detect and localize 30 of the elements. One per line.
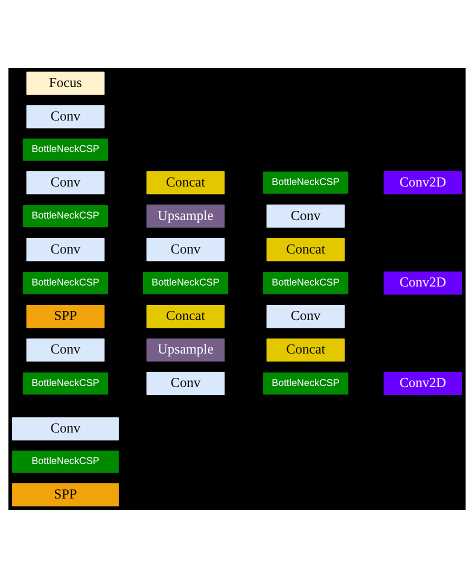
node-box: Conv [266,305,345,328]
node-box: BottleNeckCSP [263,272,348,294]
node-box: Conv [266,204,345,228]
node-box: BottleNeckCSP [263,172,348,194]
node-box: SPP [12,483,119,506]
node-box: Upsample [146,338,225,362]
node-box: BottleNeckCSP [22,205,108,228]
node-box: BottleNeckCSP [143,272,228,294]
node-box: Concat [266,238,345,262]
node-box: Concat [146,305,225,328]
node-box: Conv [146,372,225,396]
node-box: BottleNeckCSP [22,372,108,395]
node-box: Concat [146,171,225,194]
node-box: BottleNeckCSP [263,372,348,395]
node-box: Conv [146,238,225,262]
node-box: Conv [26,338,105,362]
node-box: Conv2D [384,272,462,295]
node-box: Conv [26,171,105,194]
node-box: Conv [26,105,105,128]
node-box: Conv [12,417,119,440]
node-box: Conv [26,238,105,262]
node-box: Concat [266,338,345,362]
node-box: Conv2D [384,171,462,194]
node-box: BottleNeckCSP [22,272,108,294]
node-box: BottleNeckCSP [22,138,108,161]
node-box: Upsample [146,204,225,228]
node-box: Conv2D [384,372,462,396]
node-box: Focus [26,72,105,95]
node-box: SPP [26,305,105,328]
node-box: BottleNeckCSP [12,450,119,473]
